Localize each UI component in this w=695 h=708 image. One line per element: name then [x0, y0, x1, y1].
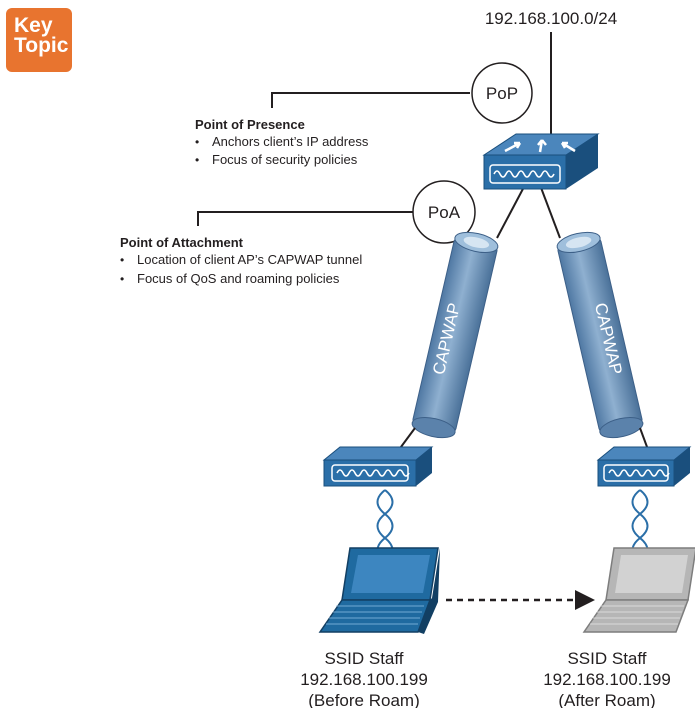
poa-title: Point of Attachment — [120, 235, 244, 250]
poa-leader-line — [197, 211, 414, 226]
pop-bullet-dot: • — [195, 153, 199, 167]
pop-circle-label: PoP — [486, 84, 518, 103]
right-capwap-tunnel — [556, 231, 644, 439]
subnet-label: 192.168.100.0/24 — [485, 9, 617, 28]
client-after-ssid: SSID Staff — [567, 649, 646, 668]
poa-bullet-dot: • — [120, 253, 124, 267]
pop-bullet-2: Focus of security policies — [212, 152, 358, 167]
pop-title: Point of Presence — [195, 117, 305, 132]
pop-circle — [471, 62, 533, 124]
client-after-ip: 192.168.100.199 — [543, 670, 671, 689]
client-before-ip: 192.168.100.199 — [300, 670, 428, 689]
key-topic-line1: Key — [14, 14, 53, 37]
right-access-point-icon — [596, 446, 692, 487]
client-before-ssid: SSID Staff — [324, 649, 403, 668]
laptop-after-roam-icon — [582, 547, 695, 633]
laptop-before-roam-icon — [318, 547, 440, 634]
switch-to-right-tunnel-line — [539, 184, 561, 239]
key-topic-line2: Topic — [14, 34, 69, 57]
key-topic-badge: Key Topic — [6, 8, 72, 72]
pop-leader-line — [271, 92, 470, 108]
pop-bullet-dot: • — [195, 135, 199, 149]
client-after-state: (After Roam) — [558, 691, 655, 708]
poa-bullet-dot: • — [120, 272, 124, 286]
switch-to-left-tunnel-line — [496, 184, 526, 239]
layer3-switch-icon — [482, 133, 600, 190]
client-before-state: (Before Roam) — [308, 691, 419, 708]
poa-bullet-2: Focus of QoS and roaming policies — [137, 271, 340, 286]
poa-bullet-1: Location of client AP’s CAPWAP tunnel — [137, 252, 362, 267]
poa-circle-label: PoA — [428, 203, 461, 222]
left-capwap-tunnel — [411, 231, 499, 439]
poa-circle — [412, 180, 476, 244]
left-access-point-icon — [322, 446, 434, 487]
pop-bullet-1: Anchors client’s IP address — [212, 134, 369, 149]
